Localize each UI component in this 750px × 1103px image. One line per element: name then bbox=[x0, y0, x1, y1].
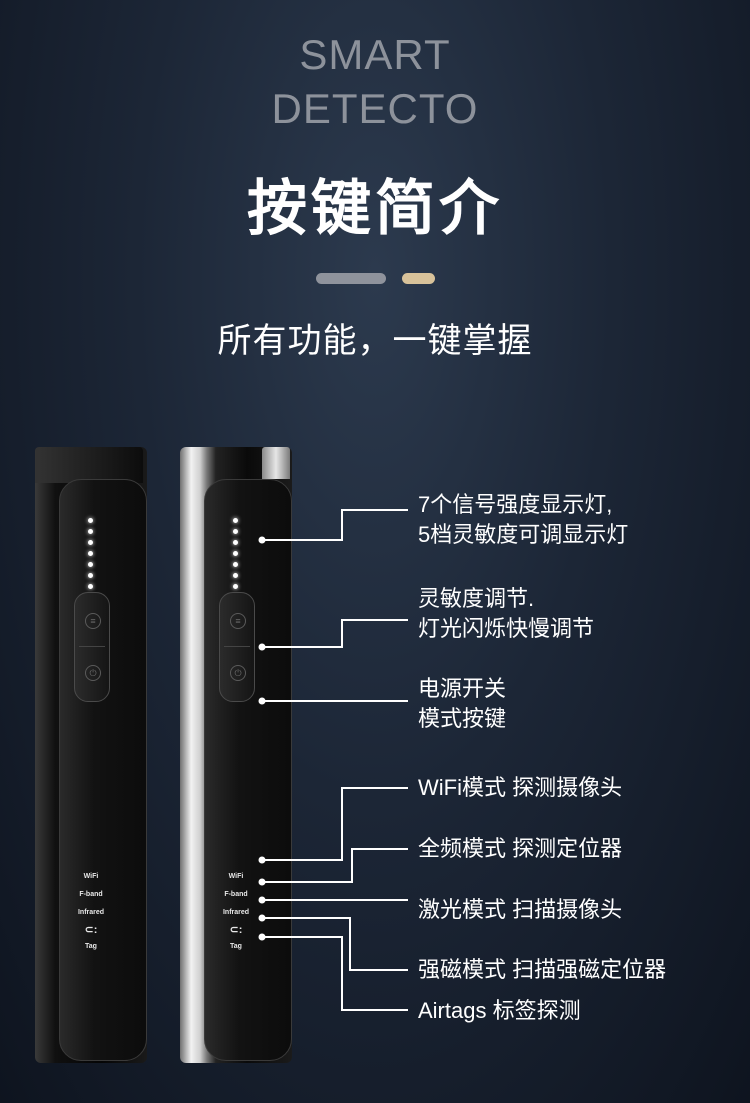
signal-led bbox=[88, 540, 93, 545]
callout-line-wifi bbox=[262, 787, 408, 861]
callout-infrared: 激光模式 扫描摄像头 bbox=[418, 897, 623, 922]
callout-sensitivity-line2: 灯光闪烁快慢调节 bbox=[418, 616, 595, 641]
signal-led bbox=[88, 529, 93, 534]
device-front-view: ≡ ⏻ WiFi F-band Infrared ⊂: Tag bbox=[35, 447, 153, 1065]
callout-dot bbox=[258, 856, 266, 864]
signal-led bbox=[233, 518, 238, 523]
power-icon[interactable]: ⏻ bbox=[85, 665, 101, 681]
mode-label-wifi: WiFi bbox=[228, 873, 244, 880]
signal-led bbox=[88, 518, 93, 523]
mode-label-wifi: WiFi bbox=[83, 873, 99, 880]
rocker-button[interactable]: ≡ ⏻ bbox=[219, 592, 255, 702]
signal-led bbox=[233, 573, 238, 578]
callout-leds: 7个信号强度显示灯, 5档灵敏度可调显示灯 bbox=[418, 490, 628, 550]
callout-line-fband bbox=[262, 848, 408, 883]
callout-airtags: Airtags 标签探测 bbox=[418, 998, 581, 1023]
device-side-view: ≡ ⏻ WiFi F-band Infrared ⊂: Tag bbox=[180, 447, 298, 1065]
callout-sensitivity: 灵敏度调节. 灯光闪烁快慢调节 bbox=[418, 584, 594, 644]
callout-dot bbox=[258, 878, 266, 886]
sensitivity-icon[interactable]: ≡ bbox=[85, 613, 101, 629]
mode-label-tag: Tag bbox=[85, 943, 97, 950]
callout-dot bbox=[258, 536, 266, 544]
callout-dot bbox=[258, 914, 266, 922]
control-panel: ≡ ⏻ WiFi F-band Infrared ⊂: Tag bbox=[59, 479, 147, 1061]
rocker-divider bbox=[79, 646, 105, 647]
callout-leds-line2: 5档灵敏度可调显示灯 bbox=[418, 522, 629, 547]
callout-line-tag bbox=[262, 936, 408, 1011]
signal-led bbox=[233, 562, 238, 567]
signal-led bbox=[88, 551, 93, 556]
mode-label-fband: F-band bbox=[224, 891, 248, 898]
signal-led bbox=[88, 584, 93, 589]
page-title: 按键简介 bbox=[247, 175, 503, 242]
brand-line-2: DETECTO bbox=[271, 85, 479, 132]
magnet-icon: ⊂: bbox=[84, 924, 98, 936]
subtitle: 所有功能，一键掌握 bbox=[217, 322, 533, 360]
callout-magnet: 强磁模式 扫描强磁定位器 bbox=[418, 957, 667, 982]
sensitivity-icon[interactable]: ≡ bbox=[230, 613, 246, 629]
signal-led bbox=[88, 562, 93, 567]
power-icon[interactable]: ⏻ bbox=[230, 665, 246, 681]
signal-led bbox=[233, 551, 238, 556]
mode-label-list: WiFi F-band Infrared ⊂: Tag bbox=[205, 868, 267, 956]
callout-leds-line1: 7个信号强度显示灯, bbox=[418, 492, 613, 517]
device-cap bbox=[262, 447, 290, 479]
callout-dot bbox=[258, 643, 266, 651]
rocker-button[interactable]: ≡ ⏻ bbox=[74, 592, 110, 702]
accent-pill-grey bbox=[316, 273, 386, 284]
control-panel: ≡ ⏻ WiFi F-band Infrared ⊂: Tag bbox=[204, 479, 292, 1061]
signal-led bbox=[233, 529, 238, 534]
signal-led-column bbox=[233, 518, 241, 595]
callout-dot bbox=[258, 697, 266, 705]
callout-dot bbox=[258, 896, 266, 904]
callout-sensitivity-line1: 灵敏度调节. bbox=[418, 586, 535, 611]
callout-dot bbox=[258, 933, 266, 941]
signal-led-column bbox=[88, 518, 96, 595]
magnet-icon: ⊂: bbox=[229, 924, 243, 936]
callout-power-line2: 模式按键 bbox=[418, 706, 507, 731]
signal-led bbox=[233, 584, 238, 589]
rocker-divider bbox=[224, 646, 250, 647]
callout-line-sensitivity bbox=[262, 619, 408, 648]
signal-led bbox=[233, 540, 238, 545]
device-cap bbox=[35, 447, 143, 483]
callout-fband: 全频模式 探测定位器 bbox=[418, 836, 623, 861]
mode-label-tag: Tag bbox=[230, 943, 242, 950]
mode-label-infrared: Infrared bbox=[222, 909, 250, 916]
callout-wifi: WiFi模式 探测摄像头 bbox=[418, 775, 623, 800]
accent-pill-gold bbox=[402, 273, 435, 284]
signal-led bbox=[88, 573, 93, 578]
mode-label-list: WiFi F-band Infrared ⊂: Tag bbox=[60, 868, 122, 956]
callout-power-line1: 电源开关 bbox=[418, 676, 507, 701]
callout-line-magnet bbox=[262, 917, 408, 971]
mode-label-infrared: Infrared bbox=[77, 909, 105, 916]
callout-line-leds bbox=[262, 509, 408, 541]
callout-power: 电源开关 模式按键 bbox=[418, 674, 506, 734]
brand-line-1: SMART bbox=[299, 31, 451, 78]
mode-label-fband: F-band bbox=[79, 891, 103, 898]
